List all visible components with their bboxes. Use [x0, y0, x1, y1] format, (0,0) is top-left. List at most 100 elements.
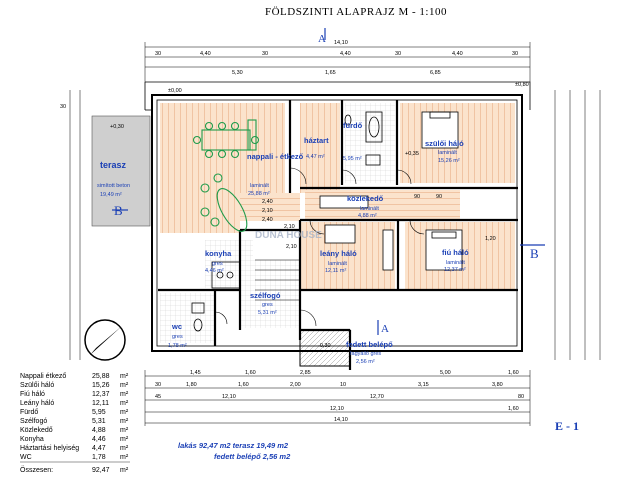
svg-text:90: 90	[436, 194, 442, 200]
room-label-nappali: nappali - étkező laminált 25,88 m²	[247, 152, 304, 197]
svg-text:1,45: 1,45	[190, 370, 201, 376]
svg-text:m²: m²	[120, 391, 129, 398]
watermark-text: DUNA HOUSE	[255, 230, 322, 241]
svg-text:szülői háló: szülői háló	[425, 139, 464, 148]
svg-text:fürdő: fürdő	[343, 121, 363, 130]
svg-text:m²: m²	[120, 409, 129, 416]
svg-text:fedett belépő: fedett belépő	[346, 340, 393, 349]
svg-text:A: A	[381, 323, 389, 335]
dimension-lines-bottom	[144, 370, 531, 426]
svg-text:2,10: 2,10	[284, 224, 295, 230]
svg-text:Konyha: Konyha	[20, 436, 44, 443]
drawing-title: FÖLDSZINTI ALAPRAJZ M - 1:100	[265, 6, 447, 18]
svg-text:m²: m²	[120, 436, 129, 443]
svg-text:10: 10	[340, 382, 346, 388]
svg-text:Leány háló: Leány háló	[20, 400, 54, 407]
svg-text:1,80: 1,80	[186, 382, 197, 388]
svg-text:Fiú háló: Fiú háló	[20, 391, 45, 398]
svg-text:Szélfogó: Szélfogó	[20, 418, 47, 425]
svg-text:30: 30	[395, 51, 401, 57]
svg-text:92,47: 92,47	[92, 467, 110, 474]
top-total-dim: 14,10	[334, 40, 348, 46]
svg-text:A: A	[318, 33, 326, 45]
svg-text:12,37: 12,37	[92, 391, 110, 398]
svg-text:4,47 m²: 4,47 m²	[306, 154, 325, 160]
svg-text:30: 30	[155, 382, 161, 388]
svg-text:3,15: 3,15	[418, 382, 429, 388]
svg-text:4,40: 4,40	[200, 51, 211, 57]
svg-text:1,65: 1,65	[325, 70, 336, 76]
svg-text:3,80: 3,80	[492, 382, 503, 388]
room-label-furdo: fürdő 5,95 m²	[343, 121, 363, 162]
bottom-dim-row4: 12,10 1,60	[330, 406, 519, 412]
stair-detail	[255, 259, 300, 301]
svg-text:Összesen:: Összesen:	[20, 466, 53, 474]
section-label: E - 1	[555, 419, 579, 433]
svg-text:4,40: 4,40	[452, 51, 463, 57]
svg-text:12,11 m²: 12,11 m²	[325, 268, 346, 274]
svg-text:leány háló: leány háló	[320, 249, 357, 258]
svg-text:30: 30	[60, 104, 66, 110]
left-dims: 30	[60, 104, 66, 110]
bathroom-fixtures	[191, 111, 383, 332]
svg-text:4,88: 4,88	[92, 427, 106, 434]
section-cut-a: A A	[318, 28, 389, 335]
svg-text:szélfogó: szélfogó	[250, 291, 281, 300]
bedroom-furniture	[319, 111, 463, 271]
bottom-total-dim: 14,10	[334, 417, 348, 423]
svg-text:6,85: 6,85	[430, 70, 441, 76]
svg-text:közlekedő: közlekedő	[347, 194, 384, 203]
top-dim-row1: 30 4,40 30 4,40 30 4,40 30	[155, 51, 518, 57]
svg-text:laminált: laminált	[446, 260, 465, 266]
svg-text:1,60: 1,60	[508, 370, 519, 376]
svg-text:terasz: terasz	[100, 160, 127, 170]
outer-walls	[144, 81, 531, 352]
north-arrow-icon	[84, 319, 126, 361]
room-label-szuloi-halo: szülői háló laminált 15,26 m²	[425, 139, 464, 164]
svg-text:B: B	[114, 203, 123, 218]
svg-text:15,26: 15,26	[92, 382, 110, 389]
svg-text:m²: m²	[120, 400, 129, 407]
svg-text:19,49 m²: 19,49 m²	[100, 192, 122, 198]
svg-text:5,31 m²: 5,31 m²	[258, 310, 277, 316]
svg-text:m²: m²	[120, 445, 129, 452]
svg-text:gres: gres	[172, 334, 183, 340]
svg-text:25,88: 25,88	[92, 373, 110, 380]
svg-text:5,31: 5,31	[92, 418, 106, 425]
svg-text:fagyálló gres: fagyálló gres	[350, 351, 381, 357]
svg-text:15,26 m²: 15,26 m²	[438, 158, 460, 164]
svg-text:30: 30	[155, 51, 161, 57]
svg-text:2,40: 2,40	[262, 217, 273, 223]
room-label-kozlekedo: közlekedő laminált 4,88 m²	[347, 194, 384, 219]
svg-text:2,56 m²: 2,56 m²	[356, 359, 375, 365]
svg-text:m²: m²	[120, 427, 129, 434]
svg-text:5,30: 5,30	[232, 70, 243, 76]
svg-text:Háztartási helyiség: Háztartási helyiség	[20, 445, 79, 452]
svg-text:Szülői háló: Szülői háló	[20, 382, 54, 389]
svg-text:wc: wc	[171, 322, 182, 331]
svg-text:gres: gres	[262, 302, 273, 308]
bottom-dim-row2: 30 1,80 1,60 2,00 10 3,15 3,80	[155, 382, 503, 388]
svg-text:B: B	[530, 246, 539, 261]
svg-text:WC: WC	[20, 454, 32, 461]
svg-text:konyha: konyha	[205, 249, 232, 258]
svg-text:laminált: laminált	[328, 261, 347, 267]
svg-text:simított beton: simított beton	[97, 183, 130, 189]
svg-text:30: 30	[262, 51, 268, 57]
svg-text:gres: gres	[212, 261, 223, 267]
level-marks: ±0,00 +0,30 +0,35 ±0,80 -0,30	[110, 82, 529, 349]
svg-text:Közlekedő: Közlekedő	[20, 427, 53, 434]
svg-text:m²: m²	[120, 454, 129, 461]
svg-text:nappali - étkező: nappali - étkező	[247, 152, 304, 161]
room-label-haztart: háztart 4,47 m²	[304, 136, 329, 160]
svg-text:±0,80: ±0,80	[515, 82, 529, 88]
svg-text:1,78 m²: 1,78 m²	[168, 343, 187, 349]
room-label-leany-halo: leány háló laminált 12,11 m²	[320, 249, 357, 274]
living-furniture	[192, 119, 260, 232]
room-label-szelfogo: szélfogó gres 5,31 m²	[250, 291, 281, 316]
svg-text:2,85: 2,85	[300, 370, 311, 376]
summary-line-1: lakás 92,47 m2 terasz 19,49 m2	[178, 441, 289, 450]
room-label-terasz: terasz simított beton 19,49 m²	[97, 160, 130, 198]
svg-text:2,10: 2,10	[286, 244, 297, 250]
